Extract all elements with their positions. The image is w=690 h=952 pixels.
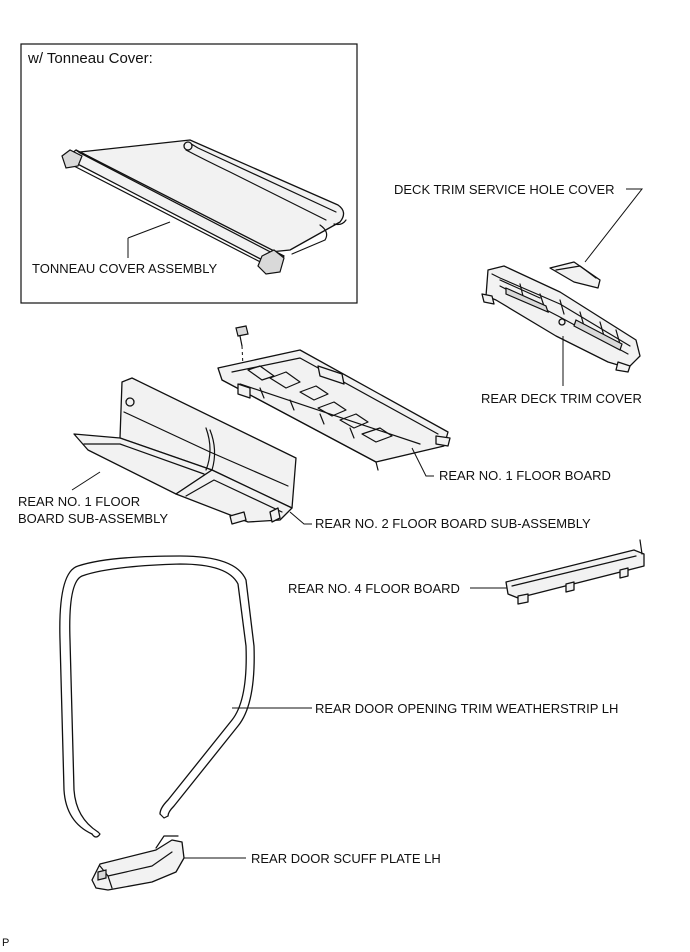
- rear-deck-trim-cover-group: REAR DECK TRIM COVER: [481, 265, 642, 406]
- inset-title: w/ Tonneau Cover:: [27, 50, 153, 67]
- label-tonneau-cover-assembly: TONNEAU COVER ASSEMBLY: [32, 261, 218, 276]
- label-rear-door-scuff-plate: REAR DOOR SCUFF PLATE LH: [251, 851, 441, 866]
- rear-no4-floor-board-drawing: [505, 539, 645, 605]
- tonneau-leader-tip: [127, 221, 171, 239]
- label-rear-no1-floor-board-sub-line1: REAR NO. 1 FLOOR: [18, 494, 140, 509]
- deck-trim-service-hole-cover-group: DECK TRIM SERVICE HOLE COVER: [394, 182, 644, 289]
- scuff-plate-group: REAR DOOR SCUFF PLATE LH: [91, 835, 441, 891]
- floor-board-sub-assembly-drawing: [73, 377, 297, 525]
- label-rear-no2-floor-board-sub: REAR NO. 2 FLOOR BOARD SUB-ASSEMBLY: [315, 516, 591, 531]
- rear-no1-floor-board-drawing: [217, 325, 451, 471]
- weatherstrip-group: REAR DOOR OPENING TRIM WEATHERSTRIP LH: [59, 555, 618, 838]
- label-rear-door-opening-trim-weatherstrip: REAR DOOR OPENING TRIM WEATHERSTRIP LH: [315, 701, 618, 716]
- rear-deck-trim-cover-drawing: [481, 265, 641, 373]
- label-deck-trim-service-hole-cover: DECK TRIM SERVICE HOLE COVER: [394, 182, 615, 197]
- figure-code: P: [2, 937, 9, 949]
- rear-no4-floor-board-group: REAR NO. 4 FLOOR BOARD: [288, 539, 645, 605]
- tonneau-cover-assembly-drawing: [61, 139, 347, 275]
- scuff-plate-drawing: [91, 835, 185, 891]
- weatherstrip-drawing: [59, 555, 255, 838]
- label-rear-no4-floor-board: REAR NO. 4 FLOOR BOARD: [288, 581, 460, 596]
- label-rear-no1-floor-board: REAR NO. 1 FLOOR BOARD: [439, 468, 611, 483]
- floor-board-sub-assembly-group: REAR NO. 1 FLOOR BOARD SUB-ASSEMBLY REAR…: [18, 377, 591, 531]
- tonneau-inset: w/ Tonneau Cover: TONNEAU COVER ASSEMBLY: [20, 43, 358, 304]
- label-rear-deck-trim-cover: REAR DECK TRIM COVER: [481, 391, 642, 406]
- inset-frame: [20, 43, 358, 304]
- label-rear-no1-floor-board-sub-line2: BOARD SUB-ASSEMBLY: [18, 511, 168, 526]
- rear-no1-floor-board-group: REAR NO. 1 FLOOR BOARD: [217, 325, 611, 483]
- clip-icon: [235, 325, 249, 337]
